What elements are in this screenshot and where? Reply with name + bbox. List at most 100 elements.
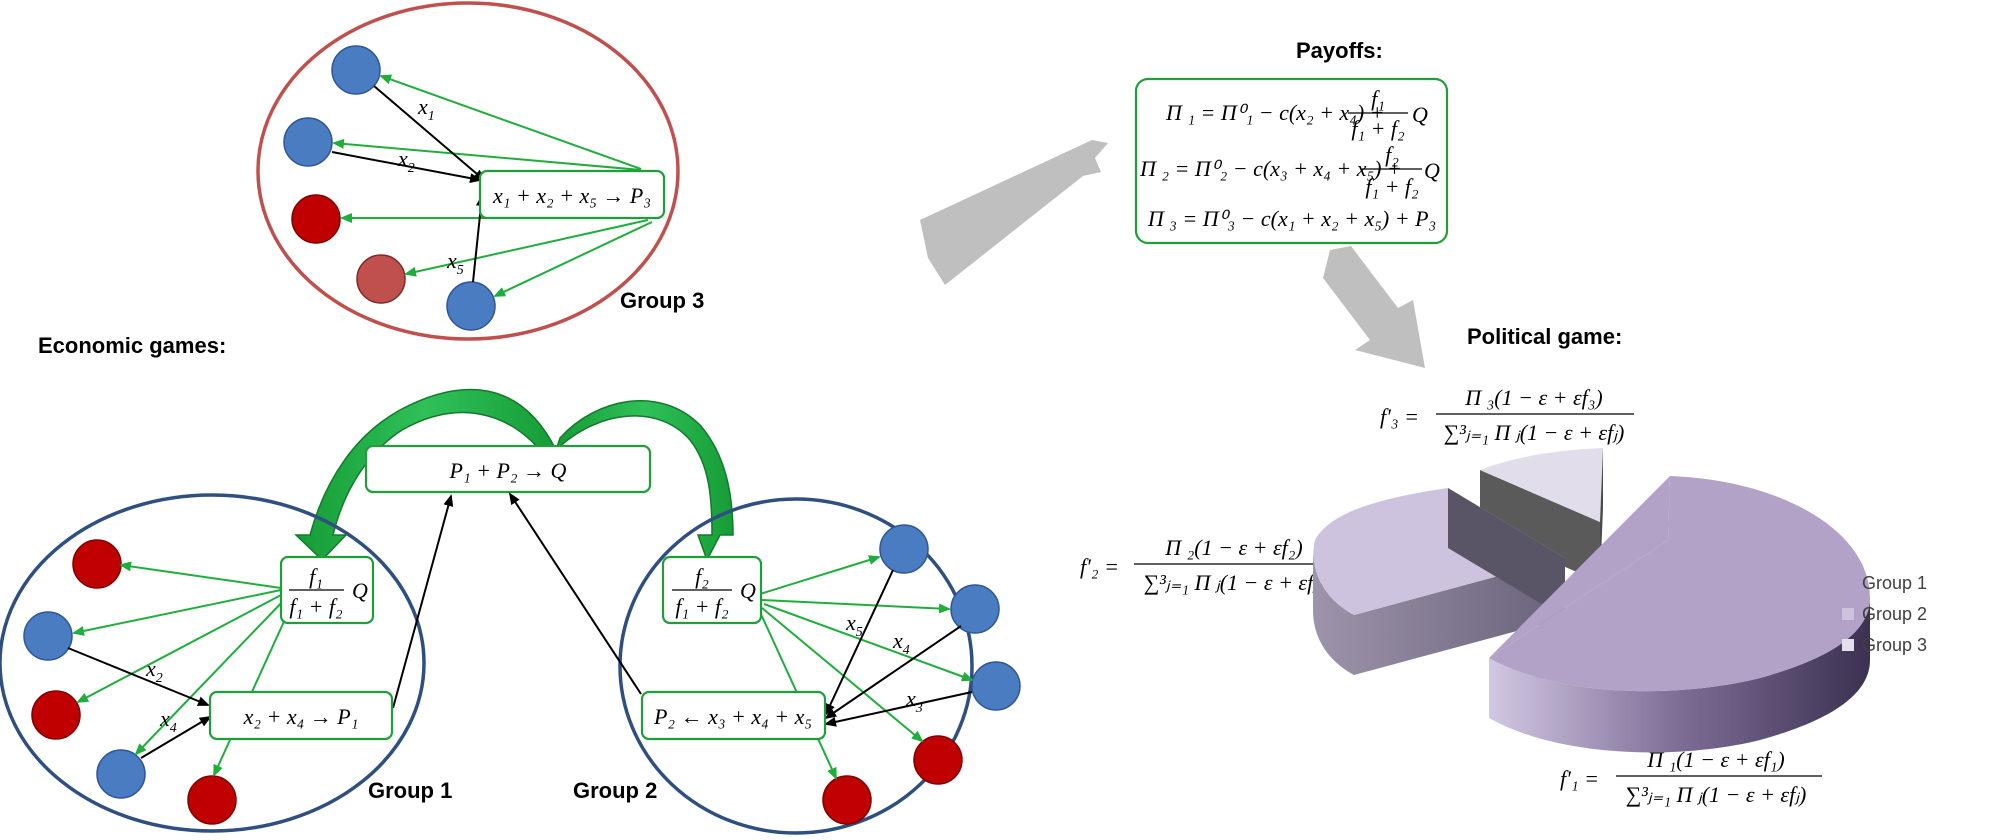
group3-green-arrow (379, 74, 642, 170)
group1-share-denominator: f₁ + f₂ (289, 594, 343, 619)
group1-contribution-arrow (67, 647, 210, 706)
group2-edge-label-x4: x4 (892, 628, 910, 658)
group1-label: Group 1 (368, 778, 452, 803)
payoff-1-numerator: f₁ (1371, 86, 1385, 111)
group2-share-q: Q (740, 578, 756, 603)
f3-numerator: Π ₃(1 − ε + εf₃) (1464, 385, 1602, 410)
payoff-1-denominator: f₁ + f₂ (1351, 116, 1405, 141)
political-game-label: Political game: (1467, 324, 1622, 349)
group3-node-blue-1 (331, 45, 381, 95)
pie-slice-group1-edge (1489, 476, 1670, 658)
political-game-panel: Political game: f′₃ = Π ₃(1 − ε + εf₃) ∑… (1080, 324, 1927, 807)
group2-label: Group 2 (573, 778, 657, 803)
group3-edge-label-x5: x5 (446, 248, 464, 278)
legend-swatch-group2 (1842, 608, 1854, 620)
group3-green-arrow (332, 138, 642, 171)
group3-edge-label-x1: x1 (417, 94, 435, 124)
payoffs-box (1134, 77, 1449, 245)
f1-lhs: f′₁ = (1560, 766, 1599, 791)
group1-green-arrow (119, 561, 282, 589)
group1-production-text: x₂ + x₄ → P₁ (243, 704, 359, 729)
pie-slice-group2-top (1313, 488, 1565, 615)
q-box-text: P₁ + P₂ → Q (449, 458, 567, 483)
group2-production-text: P₂ ← x₃ + x₄ + x₅ (653, 704, 812, 729)
payoff-1-q: Q (1412, 102, 1428, 127)
group2-production-box (640, 690, 827, 741)
pie-chart (1313, 448, 1870, 753)
group1-production-box (208, 690, 394, 741)
pie-slice-group1-side (1489, 598, 1870, 753)
group1-cluster: x2 x4 f₁ f₁ + f₂ Q x₂ + x₄ → P₁ Group 1 (0, 493, 454, 833)
legend-label-group1: Group 1 (1862, 573, 1927, 593)
f3-lhs: f′₃ = (1380, 404, 1419, 429)
group2-node-red-2 (822, 775, 872, 825)
group2-boundary (618, 497, 974, 835)
pie-slice-group2-side (1313, 550, 1565, 675)
gray-arrow-to-political (1323, 246, 1425, 368)
q-box (364, 444, 652, 494)
group1-boundary (0, 493, 426, 833)
payoff-1-lhs: Π ₁ = Π⁰₁ − c(x₂ + x₄) + (1165, 100, 1385, 125)
group3-green-arrow (493, 221, 653, 297)
group3-contribution-arrow (373, 85, 486, 182)
group1-to-q-arrow (392, 494, 454, 709)
group3-cluster: x1 x2 x5 x₁ + x₂ + x₅ → P₃ Group 3 (256, 1, 704, 341)
group2-to-q-arrow (508, 492, 642, 695)
pie-slice-group3-side (1480, 470, 1600, 582)
payoff-2-denominator: f₁ + f₂ (1365, 174, 1419, 199)
group2-share-denominator: f₁ + f₂ (675, 594, 729, 619)
group1-green-arrow (76, 593, 284, 703)
group3-label: Group 3 (620, 288, 704, 313)
group2-green-arrow (761, 607, 924, 743)
curved-arrow-to-group2 (555, 399, 734, 562)
group3-node-blue-2 (283, 117, 333, 167)
payoff-2-numerator: f₂ (1385, 142, 1399, 167)
group1-contribution-arrow (140, 715, 212, 759)
group1-node-red-3 (187, 775, 237, 825)
group1-green-arrow (72, 589, 282, 636)
legend-swatch-group3 (1842, 639, 1854, 651)
group3-node-blue-3 (446, 281, 496, 331)
f2-denominator: ∑³ⱼ₌₁ Π ⱼ(1 − ε + εfⱼ) (1144, 570, 1325, 595)
pie-slice-group1-top (1489, 476, 1870, 692)
group3-node-red-1 (291, 194, 341, 244)
group2-contribution-arrow (825, 569, 894, 716)
group2-node-red-1 (913, 735, 963, 785)
group1-node-red-2 (31, 690, 81, 740)
group1-green-arrow (134, 597, 287, 756)
group1-node-blue-2 (96, 749, 146, 799)
f1-denominator: ∑³ⱼ₌₁ Π ⱼ(1 − ε + εfⱼ) (1626, 782, 1807, 807)
group1-node-red-1 (72, 539, 122, 589)
group2-green-arrow (763, 603, 974, 682)
group3-node-red-2 (356, 254, 406, 304)
payoff-3: Π ₃ = Π⁰₃ − c(x₁ + x₂ + x₅) + P₃ (1147, 206, 1436, 231)
group1-edge-label-x2: x2 (145, 656, 163, 686)
economic-games-label: Economic games: (38, 333, 226, 358)
group3-green-arrow (404, 219, 649, 277)
group1-green-arrow (213, 603, 293, 777)
group2-node-blue-3 (971, 661, 1021, 711)
legend-label-group2: Group 2 (1862, 604, 1927, 624)
payoffs-label: Payoffs: (1296, 38, 1383, 63)
group1-node-blue-1 (23, 611, 73, 661)
payoff-2-lhs: Π ₂ = Π⁰₂ − c(x₃ + x₄ + x₅) + (1139, 156, 1402, 181)
gray-arrow-to-payoffs (920, 140, 1108, 285)
f2-lhs: f′₂ = (1080, 554, 1119, 579)
payoff-2-q: Q (1424, 158, 1440, 183)
group1-share-q: Q (352, 578, 368, 603)
group2-node-blue-2 (950, 584, 1000, 634)
legend-swatch-group1 (1842, 577, 1854, 589)
group2-green-arrow (761, 599, 951, 614)
f3-denominator: ∑³ⱼ₌₁ Π ⱼ(1 − ε + εfⱼ) (1444, 420, 1625, 445)
group3-production-text: x₁ + x₂ + x₅ → P₃ (492, 183, 651, 208)
group3-boundary (256, 1, 680, 341)
group2-green-arrow (759, 555, 881, 595)
group1-edge-label-x4: x4 (159, 706, 177, 736)
group3-contribution-arrow (331, 151, 482, 184)
payoffs-panel: Payoffs: Π ₁ = Π⁰₁ − c(x₂ + x₄) + f₁ f₁ … (1134, 38, 1449, 245)
curved-arrow-to-group1 (294, 388, 558, 562)
group2-cluster: x5 x4 x3 f₂ f₁ + f₂ Q P₂ ← x₃ + x₄ + x₅ … (508, 492, 1021, 835)
group1-share-numerator: f₁ (309, 564, 323, 589)
group2-edge-label-x3: x3 (905, 686, 923, 716)
